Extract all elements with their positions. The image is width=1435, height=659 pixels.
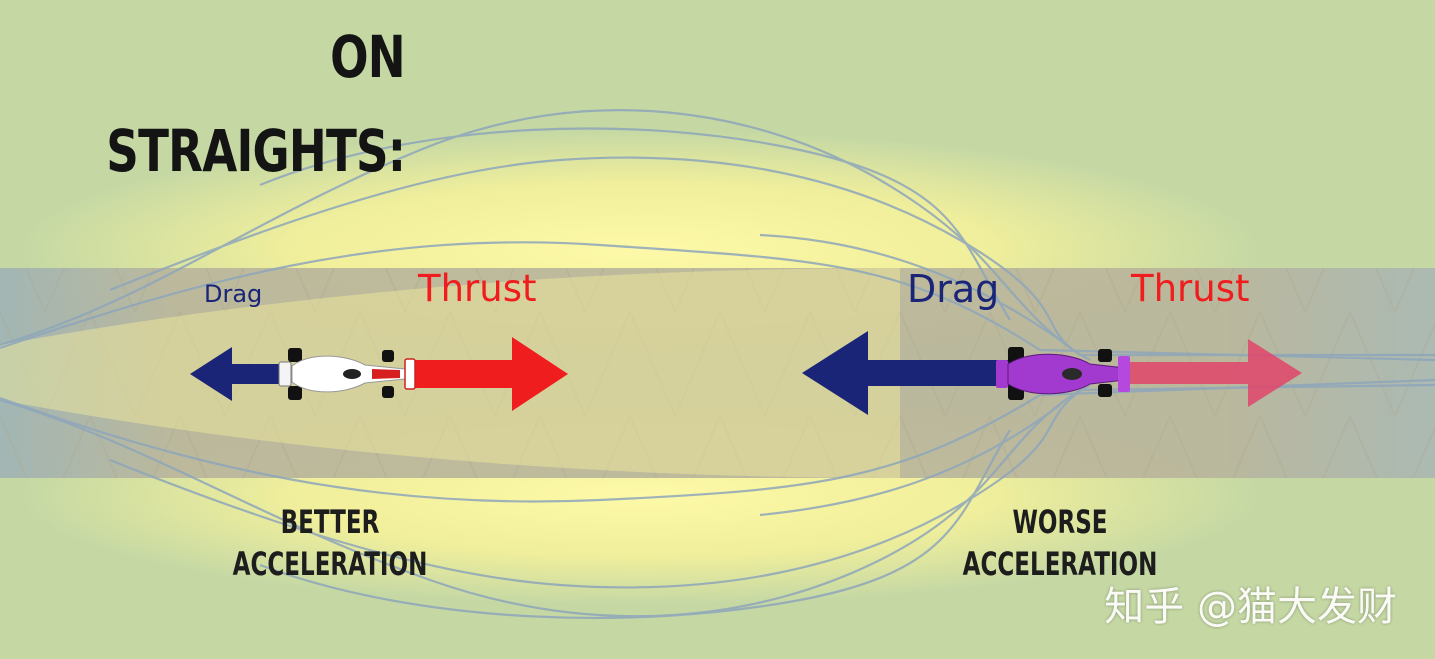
left-drag-label: Drag xyxy=(204,280,263,308)
right-caption-line2: ACCELERATION xyxy=(962,544,1158,583)
left-caption-line1: BETTER xyxy=(280,503,380,541)
left-caption: BETTER ACCELERATION xyxy=(222,502,438,585)
airflow-streamlines xyxy=(0,109,1435,620)
left-caption-line2: ACCELERATION xyxy=(232,544,428,583)
right-drag-label: Drag xyxy=(907,267,1000,311)
left-thrust-arrow xyxy=(405,337,568,411)
right-car xyxy=(996,347,1130,400)
right-thrust-label: Thrust xyxy=(1131,267,1250,310)
watermark-text: 知乎 @猫大发财 xyxy=(1104,584,1397,630)
title-line-1: ON xyxy=(330,23,406,91)
left-thrust-label: Thrust xyxy=(418,267,537,310)
right-thrust-arrow xyxy=(1130,339,1302,407)
right-caption: WORSE ACCELERATION xyxy=(952,502,1168,585)
left-drag-arrow xyxy=(190,347,290,401)
left-car xyxy=(278,348,416,400)
right-drag-arrow xyxy=(802,331,1010,415)
title-line-2: STRAIGHTS: xyxy=(106,117,406,185)
right-caption-line1: WORSE xyxy=(1012,503,1108,541)
